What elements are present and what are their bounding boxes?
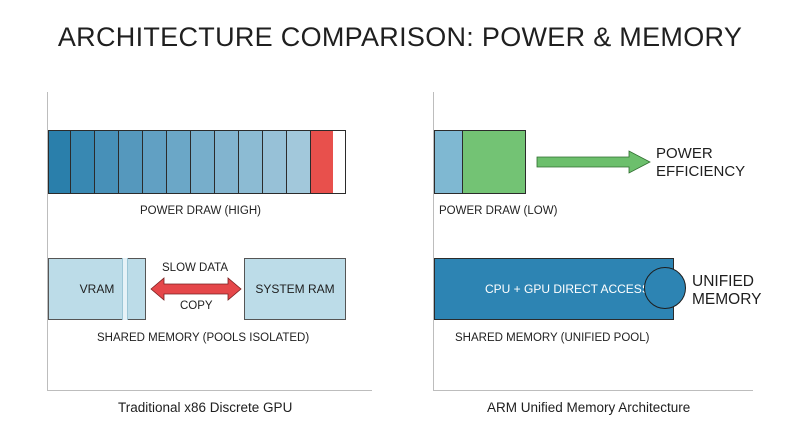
x86-power-segment — [71, 131, 95, 193]
x86-power-segment — [191, 131, 215, 193]
system-ram-box: SYSTEM RAM — [244, 258, 346, 320]
copy-label-line2: COPY — [180, 300, 213, 312]
unified-memory-label: UNIFIED MEMORY — [692, 273, 761, 309]
right-y-axis — [433, 92, 434, 390]
x86-power-segment — [263, 131, 287, 193]
unified-memory-circle-icon — [644, 267, 686, 309]
x86-caption: Traditional x86 Discrete GPU — [118, 400, 293, 415]
x86-power-segment — [287, 131, 311, 193]
copy-label-line1: SLOW DATA — [162, 262, 229, 274]
system-ram-label: SYSTEM RAM — [255, 282, 335, 296]
page-title: ARCHITECTURE COMPARISON: POWER & MEMORY — [57, 22, 743, 52]
unified-memory-line1: UNIFIED — [692, 273, 754, 290]
x86-power-segment — [239, 131, 263, 193]
arm-memory-label: SHARED MEMORY (UNIFIED POOL) — [455, 332, 650, 344]
arm-power-segment-green — [463, 131, 525, 193]
vram-label: VRAM — [79, 282, 115, 296]
x86-power-segment — [49, 131, 71, 193]
copy-arrow-icon — [150, 277, 242, 301]
arm-power-bar — [434, 130, 526, 194]
x86-memory-label: SHARED MEMORY (POOLS ISOLATED) — [97, 332, 310, 344]
arm-power-label: POWER DRAW (LOW) — [439, 205, 558, 217]
vram-edge-highlight — [122, 258, 128, 320]
arm-power-segment-low — [435, 131, 463, 193]
power-efficiency-line2: EFFICIENCY — [656, 163, 746, 180]
unified-bar-label: CPU + GPU DIRECT ACCESS — [485, 282, 650, 296]
left-y-axis — [47, 92, 48, 390]
efficiency-arrow-icon — [536, 150, 651, 174]
x86-power-segment — [215, 131, 239, 193]
unified-memory-bar: CPU + GPU DIRECT ACCESS — [434, 258, 674, 320]
power-efficiency-label: POWER EFFICIENCY — [656, 145, 745, 181]
vram-box: VRAM — [48, 258, 146, 320]
x86-power-segment — [143, 131, 167, 193]
right-x-axis — [433, 390, 753, 391]
arm-caption: ARM Unified Memory Architecture — [487, 400, 691, 415]
left-x-axis — [47, 390, 372, 391]
x86-power-segment-hot — [311, 131, 333, 193]
x86-power-bar — [48, 130, 346, 194]
x86-power-segment — [95, 131, 119, 193]
x86-power-segment — [119, 131, 143, 193]
unified-memory-line2: MEMORY — [692, 291, 762, 308]
x86-power-label: POWER DRAW (HIGH) — [140, 205, 261, 217]
power-efficiency-line1: POWER — [656, 145, 713, 162]
x86-power-segment — [167, 131, 191, 193]
